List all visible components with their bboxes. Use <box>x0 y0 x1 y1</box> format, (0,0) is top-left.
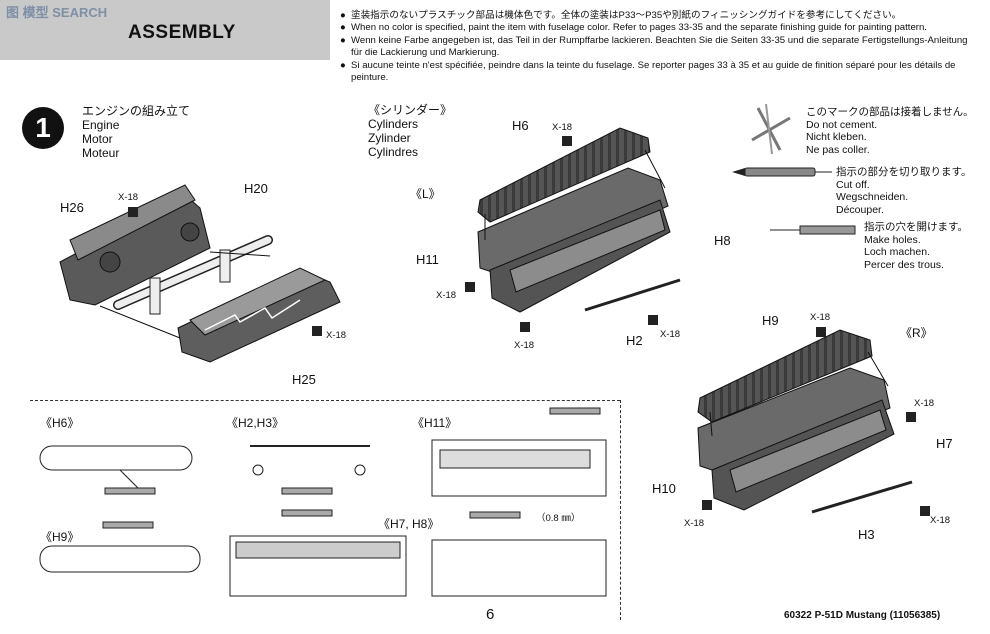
part-label-h20: H20 <box>244 181 268 196</box>
engine-crankcase-h26 <box>59 184 211 306</box>
screw-label: X-18 <box>514 340 535 351</box>
detail-h7-h8 <box>229 511 607 597</box>
assembly-heading: ASSEMBLY <box>128 22 236 43</box>
part-label-h25: H25 <box>292 372 316 387</box>
part-label-h8: H8 <box>714 233 731 248</box>
cylinder-block-right <box>697 367 913 514</box>
bullet-icon: ● <box>340 34 346 46</box>
step-title: エンジンの組み立て Engine Motor Moteur <box>82 104 191 160</box>
detail-label-h7-h8: 《H7, H8》 <box>378 517 440 531</box>
crankshaft-h20 <box>113 235 273 315</box>
right-bank-tag: 《R》 <box>900 326 933 340</box>
screw-label: X-18 <box>684 518 705 529</box>
no-cement-icon <box>751 103 791 155</box>
knife-icon <box>732 167 832 177</box>
legend-no-cement: このマークの部品は接着しません。 Do not cement. Nicht kl… <box>806 106 974 156</box>
legend-cut-off: 指示の部分を切り取ります。 Cut off. Wegschneiden. Déc… <box>836 166 972 216</box>
header-band <box>0 0 330 60</box>
screw-label: X-18 <box>810 312 831 323</box>
watermark-text: 图 模型 SEARCH <box>6 5 108 20</box>
screw-label: X-18 <box>118 192 139 203</box>
note-en: ●When no color is specified, paint the i… <box>340 22 927 34</box>
part-label-h11: H11 <box>416 252 439 267</box>
model-code: 60322 P-51D Mustang (11056385) <box>784 610 941 621</box>
part-label-h10: H10 <box>652 481 676 496</box>
part-label-h9: H9 <box>762 313 779 328</box>
note-de: ●Wenn keine Farbe angegeben ist, das Tei… <box>340 34 968 59</box>
cylinders-title: 《シリンダー》 Cylinders Zylinder Cylindres <box>368 103 453 159</box>
screw-label: X-18 <box>930 515 951 526</box>
screw-label: X-18 <box>552 122 573 133</box>
assembly-arrows <box>99 149 889 437</box>
section-divider <box>30 400 620 401</box>
drill-icon <box>770 225 856 235</box>
drill-size-label: （0.8 ㎜） <box>536 513 581 524</box>
detail-label-h9: 《H9》 <box>40 530 80 544</box>
part-label-h7: H7 <box>936 436 953 451</box>
detail-h11 <box>431 407 607 497</box>
left-bank-tag: 《L》 <box>410 187 441 201</box>
detail-label-h6: 《H6》 <box>40 416 80 430</box>
cylinder-block-left <box>477 167 681 313</box>
page-number: 6 <box>486 606 495 623</box>
screw-label: X-18 <box>660 329 681 340</box>
bullet-icon: ● <box>340 10 346 21</box>
bullet-icon: ● <box>340 59 346 71</box>
part-label-h26: H26 <box>60 200 84 215</box>
detail-h9 <box>39 521 201 573</box>
painting-notes: ●塗装指示のないプラスチック部品は機体色です。全体の塗装はP33〜P35や別紙の… <box>340 10 980 84</box>
screw-label: X-18 <box>326 330 347 341</box>
screw-label: X-18 <box>436 290 457 301</box>
bullet-icon: ● <box>340 22 346 34</box>
detail-h2-h3 <box>250 445 370 517</box>
note-jp: ●塗装指示のないプラスチック部品は機体色です。全体の塗装はP33〜P35や別紙の… <box>340 10 902 21</box>
cylinder-head-h9 <box>697 329 873 423</box>
detail-h6 <box>39 445 193 495</box>
screw-icons <box>128 136 930 516</box>
part-label-h3: H3 <box>858 527 875 542</box>
step-number-badge: 1 <box>22 107 64 149</box>
detail-label-h11: 《H11》 <box>412 416 458 430</box>
part-label-h2: H2 <box>626 333 643 348</box>
engine-block-h25 <box>177 267 341 363</box>
part-label-h6: H6 <box>512 118 529 133</box>
screw-label: X-18 <box>914 398 935 409</box>
section-divider-vertical <box>620 400 621 620</box>
cylinder-head-h6 <box>477 127 651 223</box>
detail-label-h2-h3: 《H2,H3》 <box>226 416 285 430</box>
note-fr: ●Si aucune teinte n'est spécifiée, peind… <box>340 59 956 84</box>
legend-make-holes: 指示の穴を開けます。 Make holes. Loch machen. Perc… <box>864 221 968 271</box>
